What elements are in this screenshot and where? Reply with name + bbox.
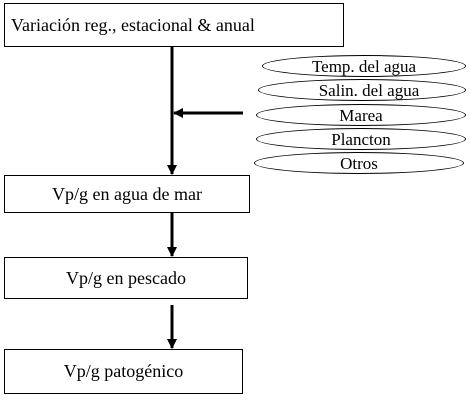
node-regional-variation-label: Variación reg., estacional & anual	[11, 14, 255, 35]
node-vpg-pathogenic-label: Vp/g patogénico	[63, 361, 184, 381]
factor-label: Marea	[339, 105, 383, 125]
factor-label: Plancton	[331, 129, 391, 149]
node-vpg-fish-label: Vp/g en pescado	[66, 267, 186, 288]
node-vpg-pathogenic: Vp/g patogénico	[4, 349, 243, 394]
factor-water-temperature: Temp. del agua	[262, 55, 466, 77]
node-regional-variation: Variación reg., estacional & anual	[4, 3, 344, 47]
factor-label: Temp. del agua	[311, 56, 417, 76]
factor-plankton: Plancton	[256, 128, 466, 150]
node-vpg-seawater-label: Vp/g en agua de mar	[52, 183, 202, 204]
factor-label: Otros	[340, 153, 378, 173]
node-vpg-fish: Vp/g en pescado	[4, 257, 248, 299]
factor-others: Otros	[254, 152, 464, 174]
node-vpg-seawater: Vp/g en agua de mar	[4, 175, 250, 213]
factor-water-salinity: Salin. del agua	[258, 79, 466, 101]
factor-tide: Marea	[256, 104, 466, 126]
factor-label: Salin. del agua	[318, 80, 420, 100]
